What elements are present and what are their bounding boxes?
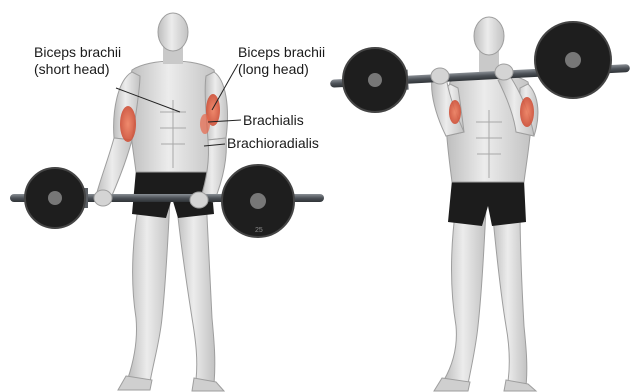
right-leg-2 <box>492 206 527 386</box>
plate-hub-left <box>48 191 62 205</box>
head <box>158 13 188 51</box>
label-biceps-short-line2: (short head) <box>34 61 121 78</box>
right-hand-2 <box>495 64 513 80</box>
right-hand <box>190 192 208 208</box>
biceps-short-head-highlight <box>120 106 136 142</box>
label-brachioradialis: Brachioradialis <box>227 135 319 152</box>
left-hand <box>94 190 112 206</box>
left-hand-2 <box>431 68 449 84</box>
plate-hub-right <box>250 193 266 209</box>
plate-hub-left-2 <box>368 73 382 87</box>
label-biceps-long-line1: Biceps brachii <box>238 44 325 61</box>
label-brachialis: Brachialis <box>243 112 304 129</box>
label-biceps-short-line1: Biceps brachii <box>34 44 121 61</box>
biceps-highlight-left-2 <box>449 100 461 124</box>
plate-weight-text: 25 <box>255 227 263 234</box>
label-biceps-short-head: Biceps brachii (short head) <box>34 44 121 78</box>
brachialis-highlight <box>200 114 210 134</box>
right-leg <box>176 196 215 384</box>
left-leg <box>128 196 170 382</box>
head-2 <box>474 17 504 55</box>
label-biceps-long-head: Biceps brachii (long head) <box>238 44 325 78</box>
left-leg-2 <box>444 206 486 384</box>
figure-curled-position <box>330 17 631 391</box>
label-biceps-long-line2: (long head) <box>238 61 325 78</box>
plate-hub-right-2 <box>565 52 581 68</box>
shorts-2 <box>448 180 526 226</box>
biceps-highlight-right-2 <box>520 97 534 127</box>
